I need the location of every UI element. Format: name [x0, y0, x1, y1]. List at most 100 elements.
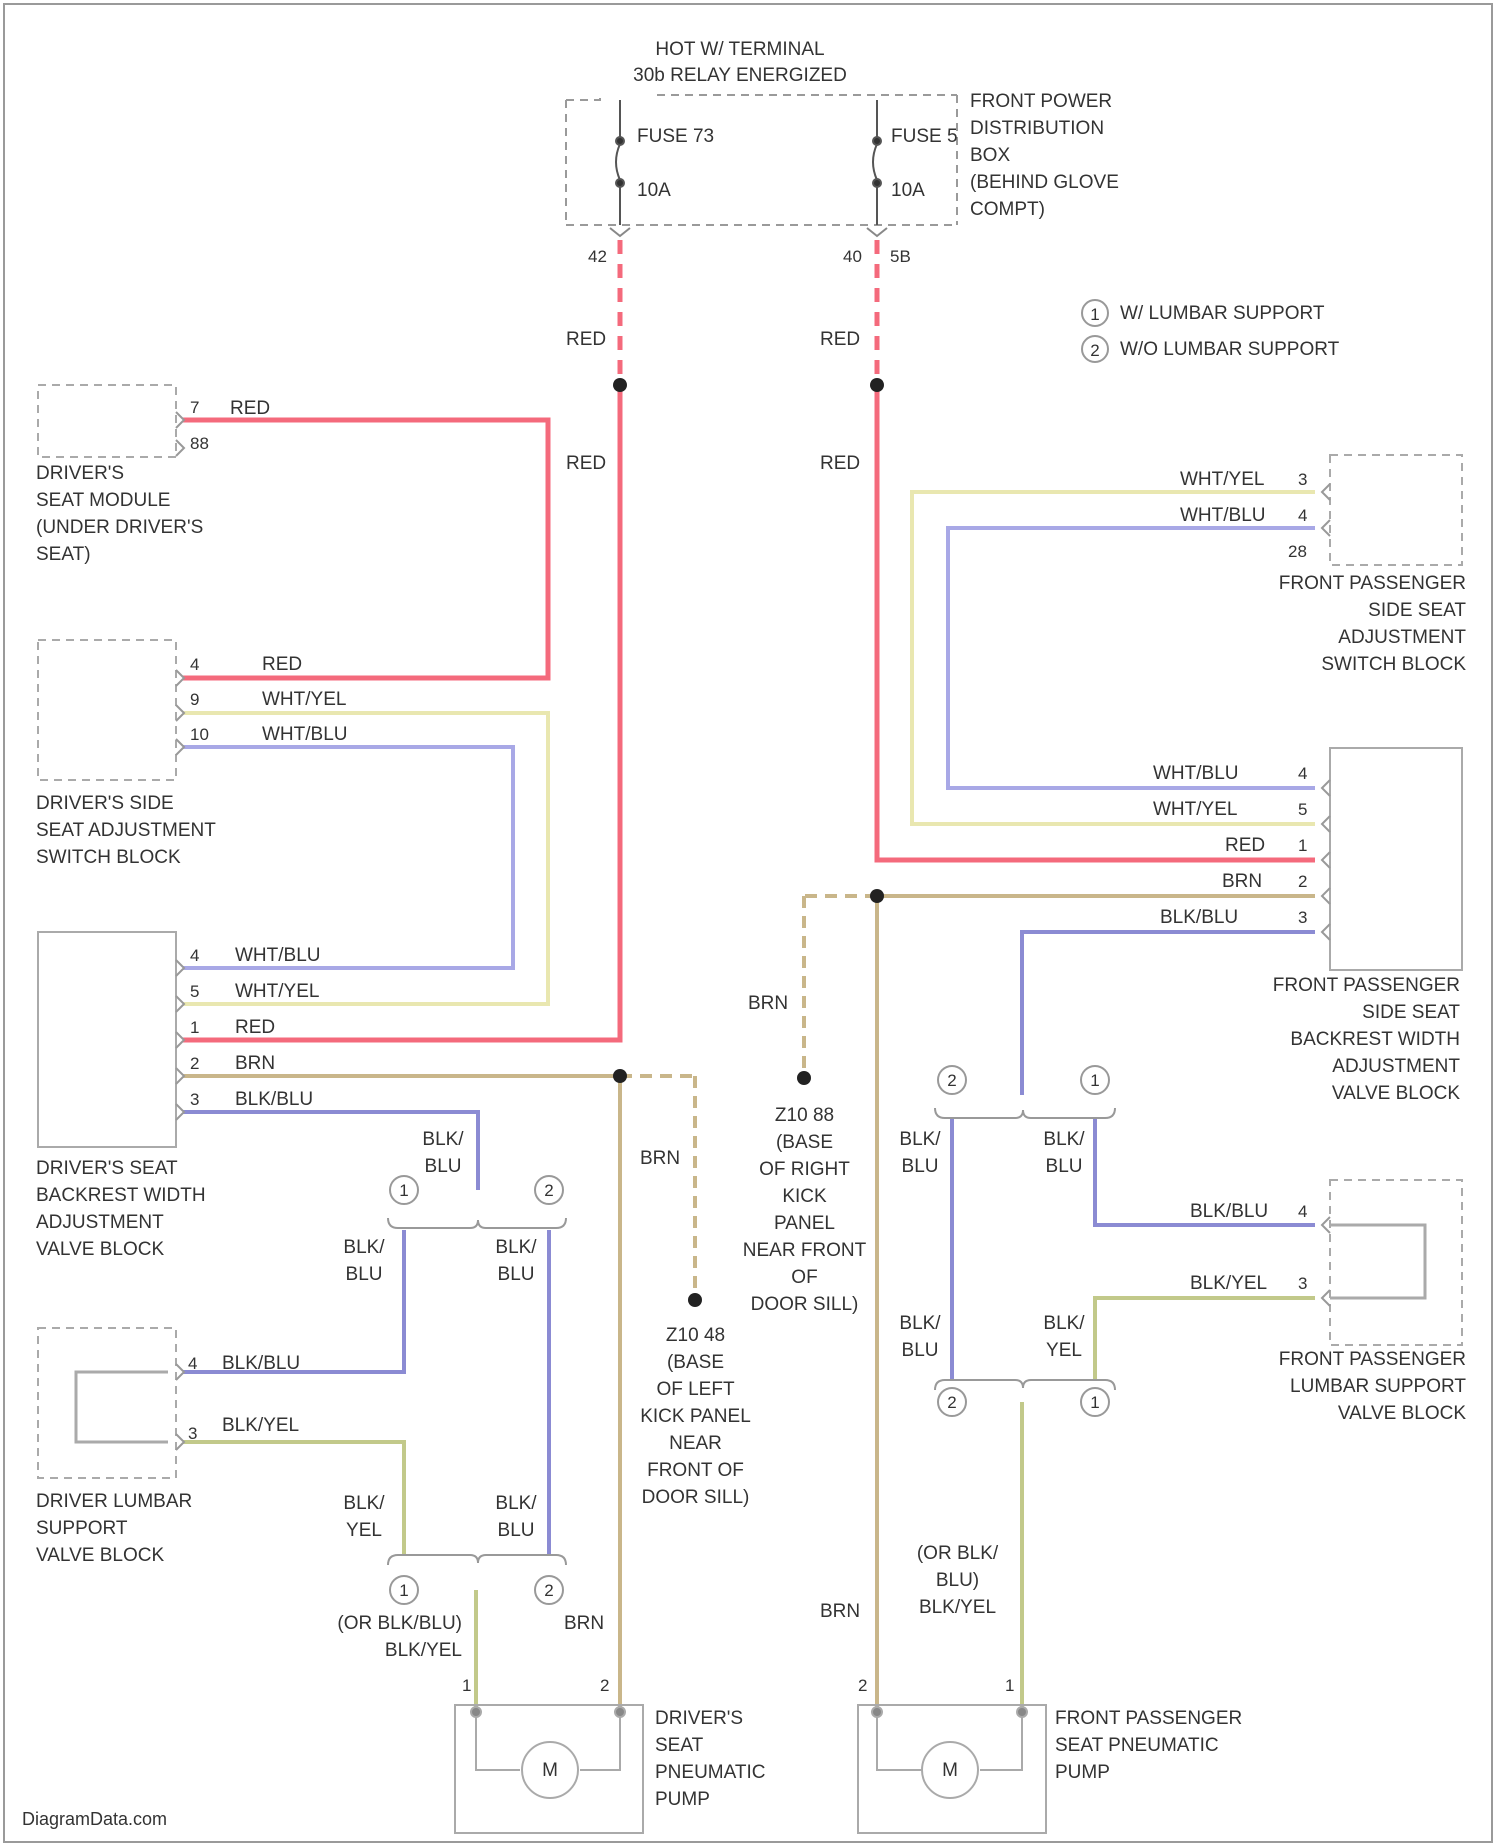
ps-blk-blu-stacked-right: BLK/ BLU	[1036, 1126, 1092, 1180]
ps-blk-yel-stacked-lower: BLK/ YEL	[1036, 1310, 1092, 1364]
fuse-5-pin-left: 40	[843, 243, 862, 270]
wht-blu-wires	[183, 528, 1315, 968]
pass-lumbar-block-label: FRONT PASSENGER LUMBAR SUPPORT VALVE BLO…	[1180, 1346, 1466, 1427]
blk-blu-label-ps-lumbar: BLK/BLU	[1190, 1198, 1268, 1225]
brn-label-ground-left: BRN	[640, 1145, 680, 1172]
fuse-5-pin-right: 5B	[890, 243, 911, 270]
callout-drv-upper-1: 1	[395, 1177, 413, 1204]
driver-lumbar-block-label: DRIVER LUMBAR SUPPORT VALVE BLOCK	[36, 1488, 192, 1569]
brn-label-ps-pump: BRN	[820, 1598, 860, 1625]
red-label-left-main: RED	[566, 450, 606, 477]
drivers-seat-module-label: DRIVER'S SEAT MODULE (UNDER DRIVER'S SEA…	[36, 460, 203, 568]
ps-backrest-pin-1: 1	[1298, 832, 1307, 859]
power-distribution-box-label: FRONT POWER DISTRIBUTION BOX (BEHIND GLO…	[970, 88, 1119, 223]
blk-blu-stacked-right: BLK/ BLU	[488, 1234, 544, 1288]
callout-ps-lower-2: 2	[943, 1389, 961, 1416]
brn-label-ps-backrest: BRN	[1222, 868, 1262, 895]
ps-switch-pin-4: 4	[1298, 502, 1307, 529]
ps-lumbar-pin-3: 3	[1298, 1270, 1307, 1297]
ps-blk-blu-stacked-left: BLK/ BLU	[892, 1126, 948, 1180]
wht-yel-label-switch: WHT/YEL	[262, 686, 346, 713]
ps-backrest-pin-2: 2	[1298, 868, 1307, 895]
blk-blu-stacked-upper: BLK/ BLU	[415, 1126, 471, 1180]
ground-left-label: Z10 48 (BASE OF LEFT KICK PANEL NEAR FRO…	[608, 1322, 783, 1511]
blk-yel-label-lumbar: BLK/YEL	[222, 1412, 299, 1439]
pass-backrest-block-label: FRONT PASSENGER SIDE SEAT BACKREST WIDTH…	[1160, 972, 1460, 1107]
relay-energized-label: 30b RELAY ENERGIZED	[560, 62, 920, 89]
callout-drv-lower-2: 2	[540, 1577, 558, 1604]
pass-pump-label: FRONT PASSENGER SEAT PNEUMATIC PUMP	[1055, 1705, 1242, 1786]
wht-yel-label-ps-switch: WHT/YEL	[1180, 466, 1264, 493]
brn-label-drv-pump: BRN	[564, 1610, 604, 1637]
fuse-terminals	[610, 228, 887, 236]
ps-motor-symbol: M	[938, 1757, 962, 1784]
wht-yel-label-backrest: WHT/YEL	[235, 978, 319, 1005]
fuse-5-rating: 10A	[891, 177, 925, 204]
drv-lumbar-pin-4: 4	[188, 1350, 197, 1377]
ps-backrest-pin-4: 4	[1298, 760, 1307, 787]
wht-blu-label-switch: WHT/BLU	[262, 721, 348, 748]
wht-blu-label-backrest: WHT/BLU	[235, 942, 321, 969]
drivers-switch-block-label: DRIVER'S SIDE SEAT ADJUSTMENT SWITCH BLO…	[36, 790, 216, 871]
ps-blk-blu-stacked-lower: BLK/ BLU	[892, 1310, 948, 1364]
diagram-border	[4, 4, 1492, 1842]
red-label-backrest: RED	[235, 1014, 275, 1041]
fuse-5-name: FUSE 5	[891, 123, 958, 150]
drivers-pump-label: DRIVER'S SEAT PNEUMATIC PUMP	[655, 1705, 765, 1813]
ps-backrest-pin-5: 5	[1298, 796, 1307, 823]
fuse-73-pin: 42	[588, 243, 607, 270]
ps-backrest-pin-3: 3	[1298, 904, 1307, 931]
module-pin-88: 88	[190, 430, 209, 457]
switch-pin-9: 9	[190, 686, 199, 713]
drv-backrest-pin-3: 3	[190, 1086, 199, 1113]
red-label-right-main: RED	[820, 450, 860, 477]
drv-pump-pin-1: 1	[462, 1672, 471, 1699]
ps-pump-pin-2: 2	[858, 1672, 867, 1699]
ground-right-label: Z10 88 (BASE OF RIGHT KICK PANEL NEAR FR…	[712, 1102, 897, 1318]
callout-drv-lower-1: 1	[395, 1577, 413, 1604]
wht-blu-label-ps-switch: WHT/BLU	[1180, 502, 1266, 529]
drv-backrest-pin-1: 1	[190, 1014, 199, 1041]
blk-blu-label-ps-backrest: BLK/BLU	[1160, 904, 1238, 931]
brn-label-ground-right: BRN	[748, 990, 788, 1017]
callout-ps-upper-1: 1	[1086, 1067, 1104, 1094]
hot-terminal-label: HOT W/ TERMINAL	[560, 36, 920, 63]
drv-backrest-pin-4: 4	[190, 942, 199, 969]
drv-pump-pin-2: 2	[600, 1672, 609, 1699]
fuse-73-rating: 10A	[637, 177, 671, 204]
red-label-switch: RED	[262, 651, 302, 678]
drivers-backrest-block-label: DRIVER'S SEAT BACKREST WIDTH ADJUSTMENT …	[36, 1155, 206, 1263]
switch-pin-4: 4	[190, 651, 199, 678]
red-label-fuse73: RED	[566, 326, 606, 353]
red-label-pass-backrest: RED	[1225, 832, 1265, 859]
callout-ps-upper-2: 2	[943, 1067, 961, 1094]
drv-motor-symbol: M	[538, 1757, 562, 1784]
brn-label-backrest: BRN	[235, 1050, 275, 1077]
fuse-73-symbol	[616, 100, 624, 225]
red-label-module: RED	[230, 395, 270, 422]
watermark: DiagramData.com	[22, 1806, 167, 1833]
callout-ps-lower-1: 1	[1086, 1389, 1104, 1416]
pass-switch-block-label: FRONT PASSENGER SIDE SEAT ADJUSTMENT SWI…	[1180, 570, 1466, 678]
drv-lumbar-pin-3: 3	[188, 1420, 197, 1447]
or-blk-blu-label-left: (OR BLK/BLU) BLK/YEL	[290, 1610, 462, 1664]
blk-yel-stacked-lower: BLK/ YEL	[336, 1490, 392, 1544]
blk-blu-label-backrest: BLK/BLU	[235, 1086, 313, 1113]
blk-blu-label-lumbar: BLK/BLU	[222, 1350, 300, 1377]
ps-lumbar-pin-4: 4	[1298, 1198, 1307, 1225]
drv-backrest-pin-5: 5	[190, 978, 199, 1005]
legend-num-2: 2	[1086, 337, 1104, 364]
red-label-fuse5: RED	[820, 326, 860, 353]
wht-blu-label-ps-backrest: WHT/BLU	[1153, 760, 1239, 787]
legend-item-with-lumbar: W/ LUMBAR SUPPORT	[1120, 300, 1324, 327]
legend-num-1: 1	[1086, 301, 1104, 328]
drv-backrest-pin-2: 2	[190, 1050, 199, 1077]
blk-blu-stacked-lower: BLK/ BLU	[488, 1490, 544, 1544]
fuse-box-outline	[566, 95, 957, 225]
fuse-73-name: FUSE 73	[637, 123, 714, 150]
or-blk-blu-label-right: (OR BLK/ BLU) BLK/YEL	[900, 1540, 1015, 1621]
legend-item-without-lumbar: W/O LUMBAR SUPPORT	[1120, 336, 1339, 363]
wht-yel-label-ps-backrest: WHT/YEL	[1153, 796, 1237, 823]
blk-blu-stacked-left: BLK/ BLU	[336, 1234, 392, 1288]
